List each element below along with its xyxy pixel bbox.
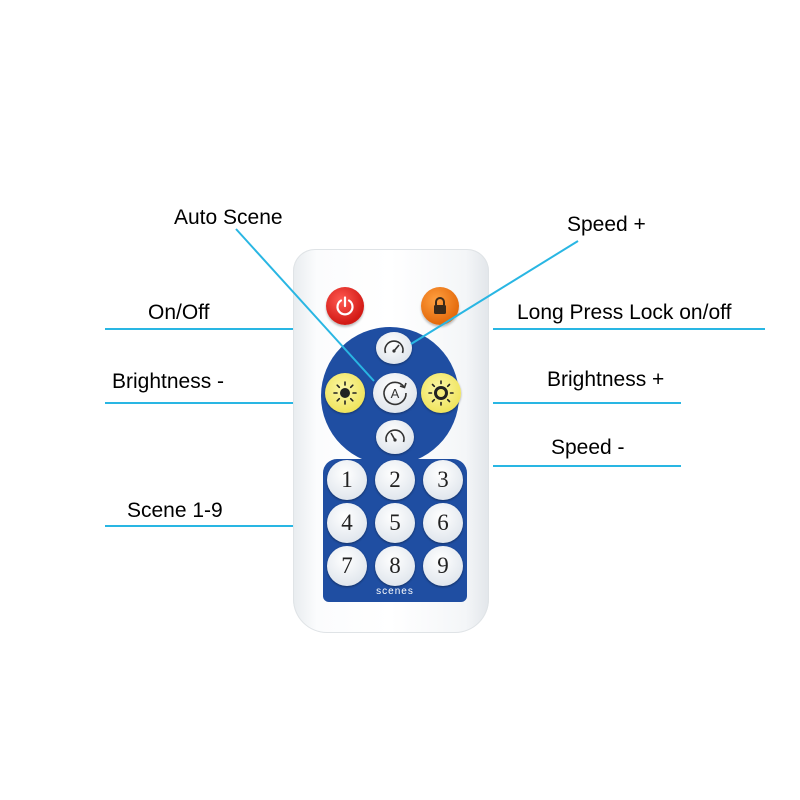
label-speed-plus: Speed + xyxy=(567,213,646,236)
power-icon xyxy=(336,296,354,316)
scene-button-9[interactable]: 9 xyxy=(423,546,463,586)
auto-letter: A xyxy=(391,386,400,401)
leader-long-press-lock xyxy=(493,328,765,330)
speed-plus-button[interactable] xyxy=(376,332,412,364)
leader-auto-scene xyxy=(235,228,375,382)
label-on-off: On/Off xyxy=(148,301,210,324)
label-auto-scene: Auto Scene xyxy=(174,206,283,229)
scene-button-2[interactable]: 2 xyxy=(375,460,415,500)
sun-icon xyxy=(428,380,454,406)
label-long-press-lock: Long Press Lock on/off xyxy=(517,301,732,324)
scene-button-7[interactable]: 7 xyxy=(327,546,367,586)
scene-button-8[interactable]: 8 xyxy=(375,546,415,586)
speedometer-icon xyxy=(384,340,404,354)
scene-button-5[interactable]: 5 xyxy=(375,503,415,543)
scenes-caption: scenes xyxy=(376,586,414,597)
auto-icon: A xyxy=(383,381,407,406)
speedometer-icon xyxy=(385,429,405,443)
label-brightness-plus: Brightness + xyxy=(547,368,665,391)
brightness-minus-button[interactable] xyxy=(325,373,365,413)
speed-minus-button[interactable] xyxy=(376,420,414,454)
brightness-plus-button[interactable] xyxy=(421,373,461,413)
auto-scene-button[interactable]: A xyxy=(373,373,417,413)
leader-scene-1-9 xyxy=(105,525,293,527)
leader-brightness-minus xyxy=(105,402,293,404)
label-scene-1-9: Scene 1-9 xyxy=(127,499,223,522)
leader-speed-minus xyxy=(493,465,681,467)
label-speed-minus: Speed - xyxy=(551,436,625,459)
leader-on-off xyxy=(105,328,293,330)
sun-icon xyxy=(333,381,357,405)
scene-button-4[interactable]: 4 xyxy=(327,503,367,543)
scene-button-3[interactable]: 3 xyxy=(423,460,463,500)
power-button[interactable] xyxy=(326,287,364,325)
scene-button-6[interactable]: 6 xyxy=(423,503,463,543)
lock-icon xyxy=(434,297,446,314)
scene-button-1[interactable]: 1 xyxy=(327,460,367,500)
label-brightness-minus: Brightness - xyxy=(112,370,225,393)
leader-brightness-plus xyxy=(493,402,681,404)
leader-speed-plus xyxy=(410,240,579,345)
